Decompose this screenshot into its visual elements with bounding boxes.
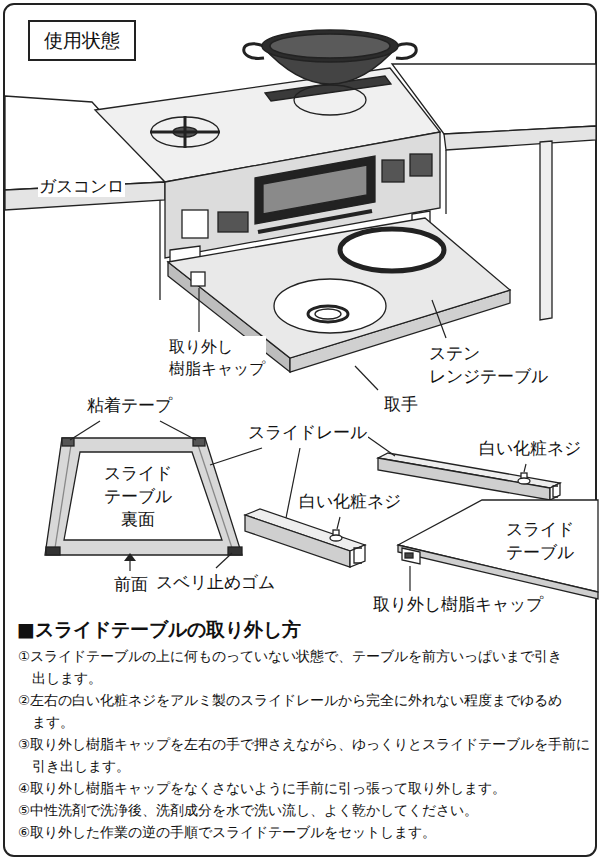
gas-stove: [382, 160, 404, 182]
gas-stove: [182, 210, 208, 238]
page-border: [4, 4, 596, 856]
part-label: 白い化粧ネジ: [478, 438, 582, 459]
slide-rail: [245, 515, 350, 567]
kitchen-counter: [159, 200, 160, 300]
leader-line: [432, 300, 446, 338]
gas-stove: [263, 165, 367, 214]
slide-table-back: [46, 547, 60, 555]
range-table: [308, 306, 348, 322]
slide-table-back: [45, 438, 242, 555]
part-label: ガスコンロ: [38, 176, 125, 197]
leader-line: [355, 366, 378, 390]
gas-stove: [410, 154, 432, 176]
part-label: 取り外し 樹脂キャップ: [168, 336, 266, 379]
instruction-step: ②左右の白い化粧ネジをアルミ製のスライドレールから完全に外れない程度までゆるめ …: [18, 689, 593, 733]
slide-table-back: [198, 445, 232, 548]
gas-stove: [294, 85, 366, 115]
slide-rail: [378, 458, 550, 500]
part-label: 白い化粧ネジ: [298, 491, 402, 512]
slide-table-back: [45, 438, 242, 555]
leader-line: [368, 437, 395, 456]
leader-line: [409, 566, 410, 591]
instruction-step: ⑤中性洗剤で洗浄後、洗剤成分を水で洗い流し、よく乾かしてください。: [18, 799, 593, 821]
gas-stove: [258, 211, 372, 232]
instruction-step: ④取り外し樹脂キャップをなくさないように手前に引っ張って取り外します。: [18, 777, 593, 799]
kitchen-counter: [445, 150, 446, 214]
part-label: 取手: [383, 394, 419, 415]
heading-text: 使用状態: [44, 27, 120, 54]
leader-line: [524, 464, 526, 472]
slide-table: [398, 500, 598, 592]
slide-table-back: [228, 547, 242, 555]
range-table: [315, 309, 341, 319]
slide-rail: [354, 548, 362, 563]
slide-table: [398, 500, 598, 599]
slide-table-back: [64, 452, 222, 540]
part-label: スライドレール: [247, 422, 368, 443]
heading-box: 使用状態: [28, 20, 136, 61]
leader-line: [70, 288, 526, 591]
leader-line: [129, 560, 130, 571]
kitchen-counter: [540, 141, 552, 320]
slide-table: [402, 548, 420, 564]
slide-table-back: [55, 445, 71, 548]
part-label: 粘着テープ: [86, 395, 173, 416]
wok: [244, 30, 417, 84]
leader-line: [70, 421, 100, 440]
slide-rail: [550, 483, 560, 500]
instruction-step: ⑥取り外した作業の逆の手順でスライドテーブルをセットします。: [18, 821, 593, 843]
slide-rail: [350, 545, 365, 567]
slide-table: [405, 553, 413, 558]
slide-rail: [518, 478, 530, 484]
slide-rail: [553, 486, 558, 497]
leader-line: [337, 517, 340, 529]
wok: [270, 34, 390, 58]
wok: [262, 30, 398, 62]
part-label: 取り外し樹脂キャップ: [372, 594, 544, 615]
part-label: 前面: [113, 574, 149, 595]
leader-line: [198, 288, 199, 332]
instruction-step: ③取り外し樹脂キャップを左右の手で押さえながら、ゆっくりとスライドテーブルを手前…: [18, 733, 593, 777]
leader-line: [160, 421, 196, 440]
part-label: スライド テーブル: [505, 518, 575, 564]
gas-stove: [151, 117, 219, 147]
leader-line: [210, 448, 262, 465]
part-label: ステン レンジテーブル: [428, 342, 549, 388]
part-label: スベリ止めゴム: [155, 572, 276, 593]
range-table: [274, 279, 386, 333]
slide-rail: [330, 535, 342, 541]
kitchen-counter: [444, 126, 596, 150]
leader-line: [216, 553, 232, 568]
section-heading: ■スライドテーブルの取り外し方: [16, 618, 302, 642]
part-label: スライド テーブル 裏面: [103, 462, 173, 531]
instruction-step: ①スライドテーブルの上に何ものっていない状態で、テーブルを前方いっぱいまで引き …: [18, 645, 593, 689]
range-table: [340, 229, 444, 271]
gas-stove: [184, 116, 187, 148]
range-table: [191, 272, 205, 286]
front-arrow: [124, 553, 136, 561]
gas-stove: [218, 212, 248, 232]
